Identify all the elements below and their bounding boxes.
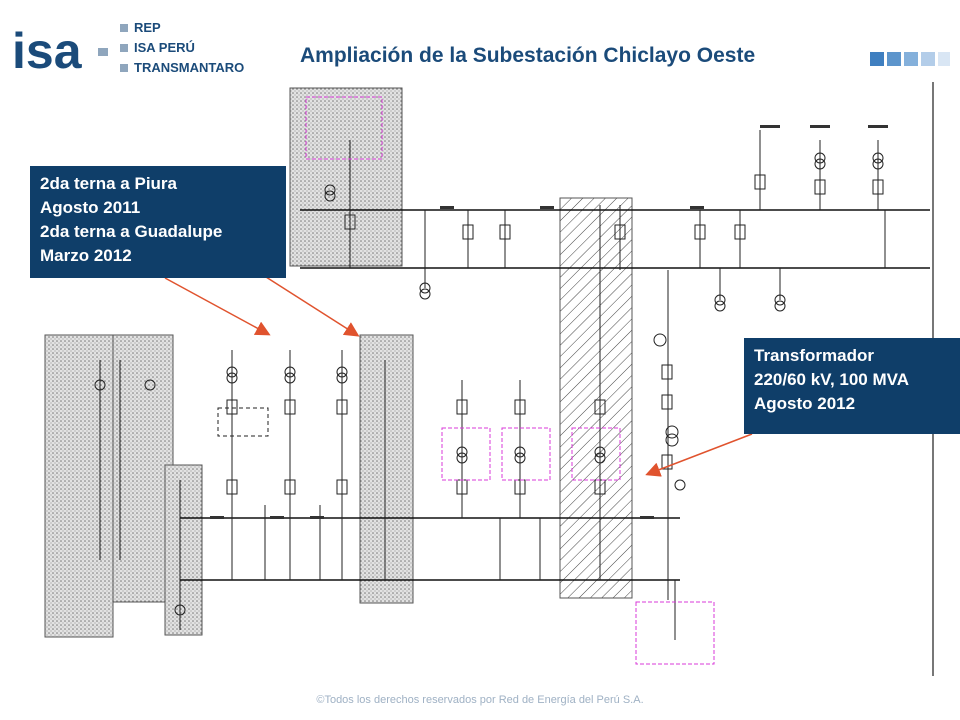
isa-logo-icon: isa [12,23,108,78]
bay-area-hatched [559,197,633,599]
transformer-bay [653,333,686,491]
bullet-square-icon [120,64,128,72]
bay-area-left-1 [44,334,114,638]
callout-arrow-left-1 [164,277,271,336]
footer-copyright: ©Todos los derechos reservados por Red d… [316,694,644,706]
bay-area-top-left [289,87,403,267]
logo-text: isa [12,23,83,78]
highlight-boxes [305,96,715,665]
decorative-squares-icon [870,52,950,66]
callout-arrow-right [645,433,753,477]
brand-list: REP ISA PERÚ TRANSMANTARO [120,18,244,78]
bullet-square-icon [120,44,128,52]
brand-item-transmantaro: TRANSMANTARO [120,58,244,78]
bay-area-left-3 [164,464,203,636]
brand-item-rep: REP [120,18,244,38]
logo-dash [98,48,108,56]
slide-title: Ampliación de la Subestación Chiclayo Oe… [300,44,756,67]
callout-right: Transformador 220/60 kV, 100 MVA Agosto … [744,338,960,434]
lower-feeders [99,350,676,640]
top-equipment [324,152,884,312]
callout-arrow-left-2 [254,269,360,337]
brand-item-isa-peru: ISA PERÚ [120,38,244,58]
drawing-labels [210,125,888,519]
company-logo: isa REP ISA PERÚ TRANSMANTARO [12,18,252,82]
bay-area-center [359,334,414,604]
lower-equipment [94,366,606,616]
callout-left: 2da terna a Piura Agosto 2011 2da terna … [30,166,286,278]
bay-area-left-2 [112,334,174,603]
bullet-square-icon [120,24,128,32]
